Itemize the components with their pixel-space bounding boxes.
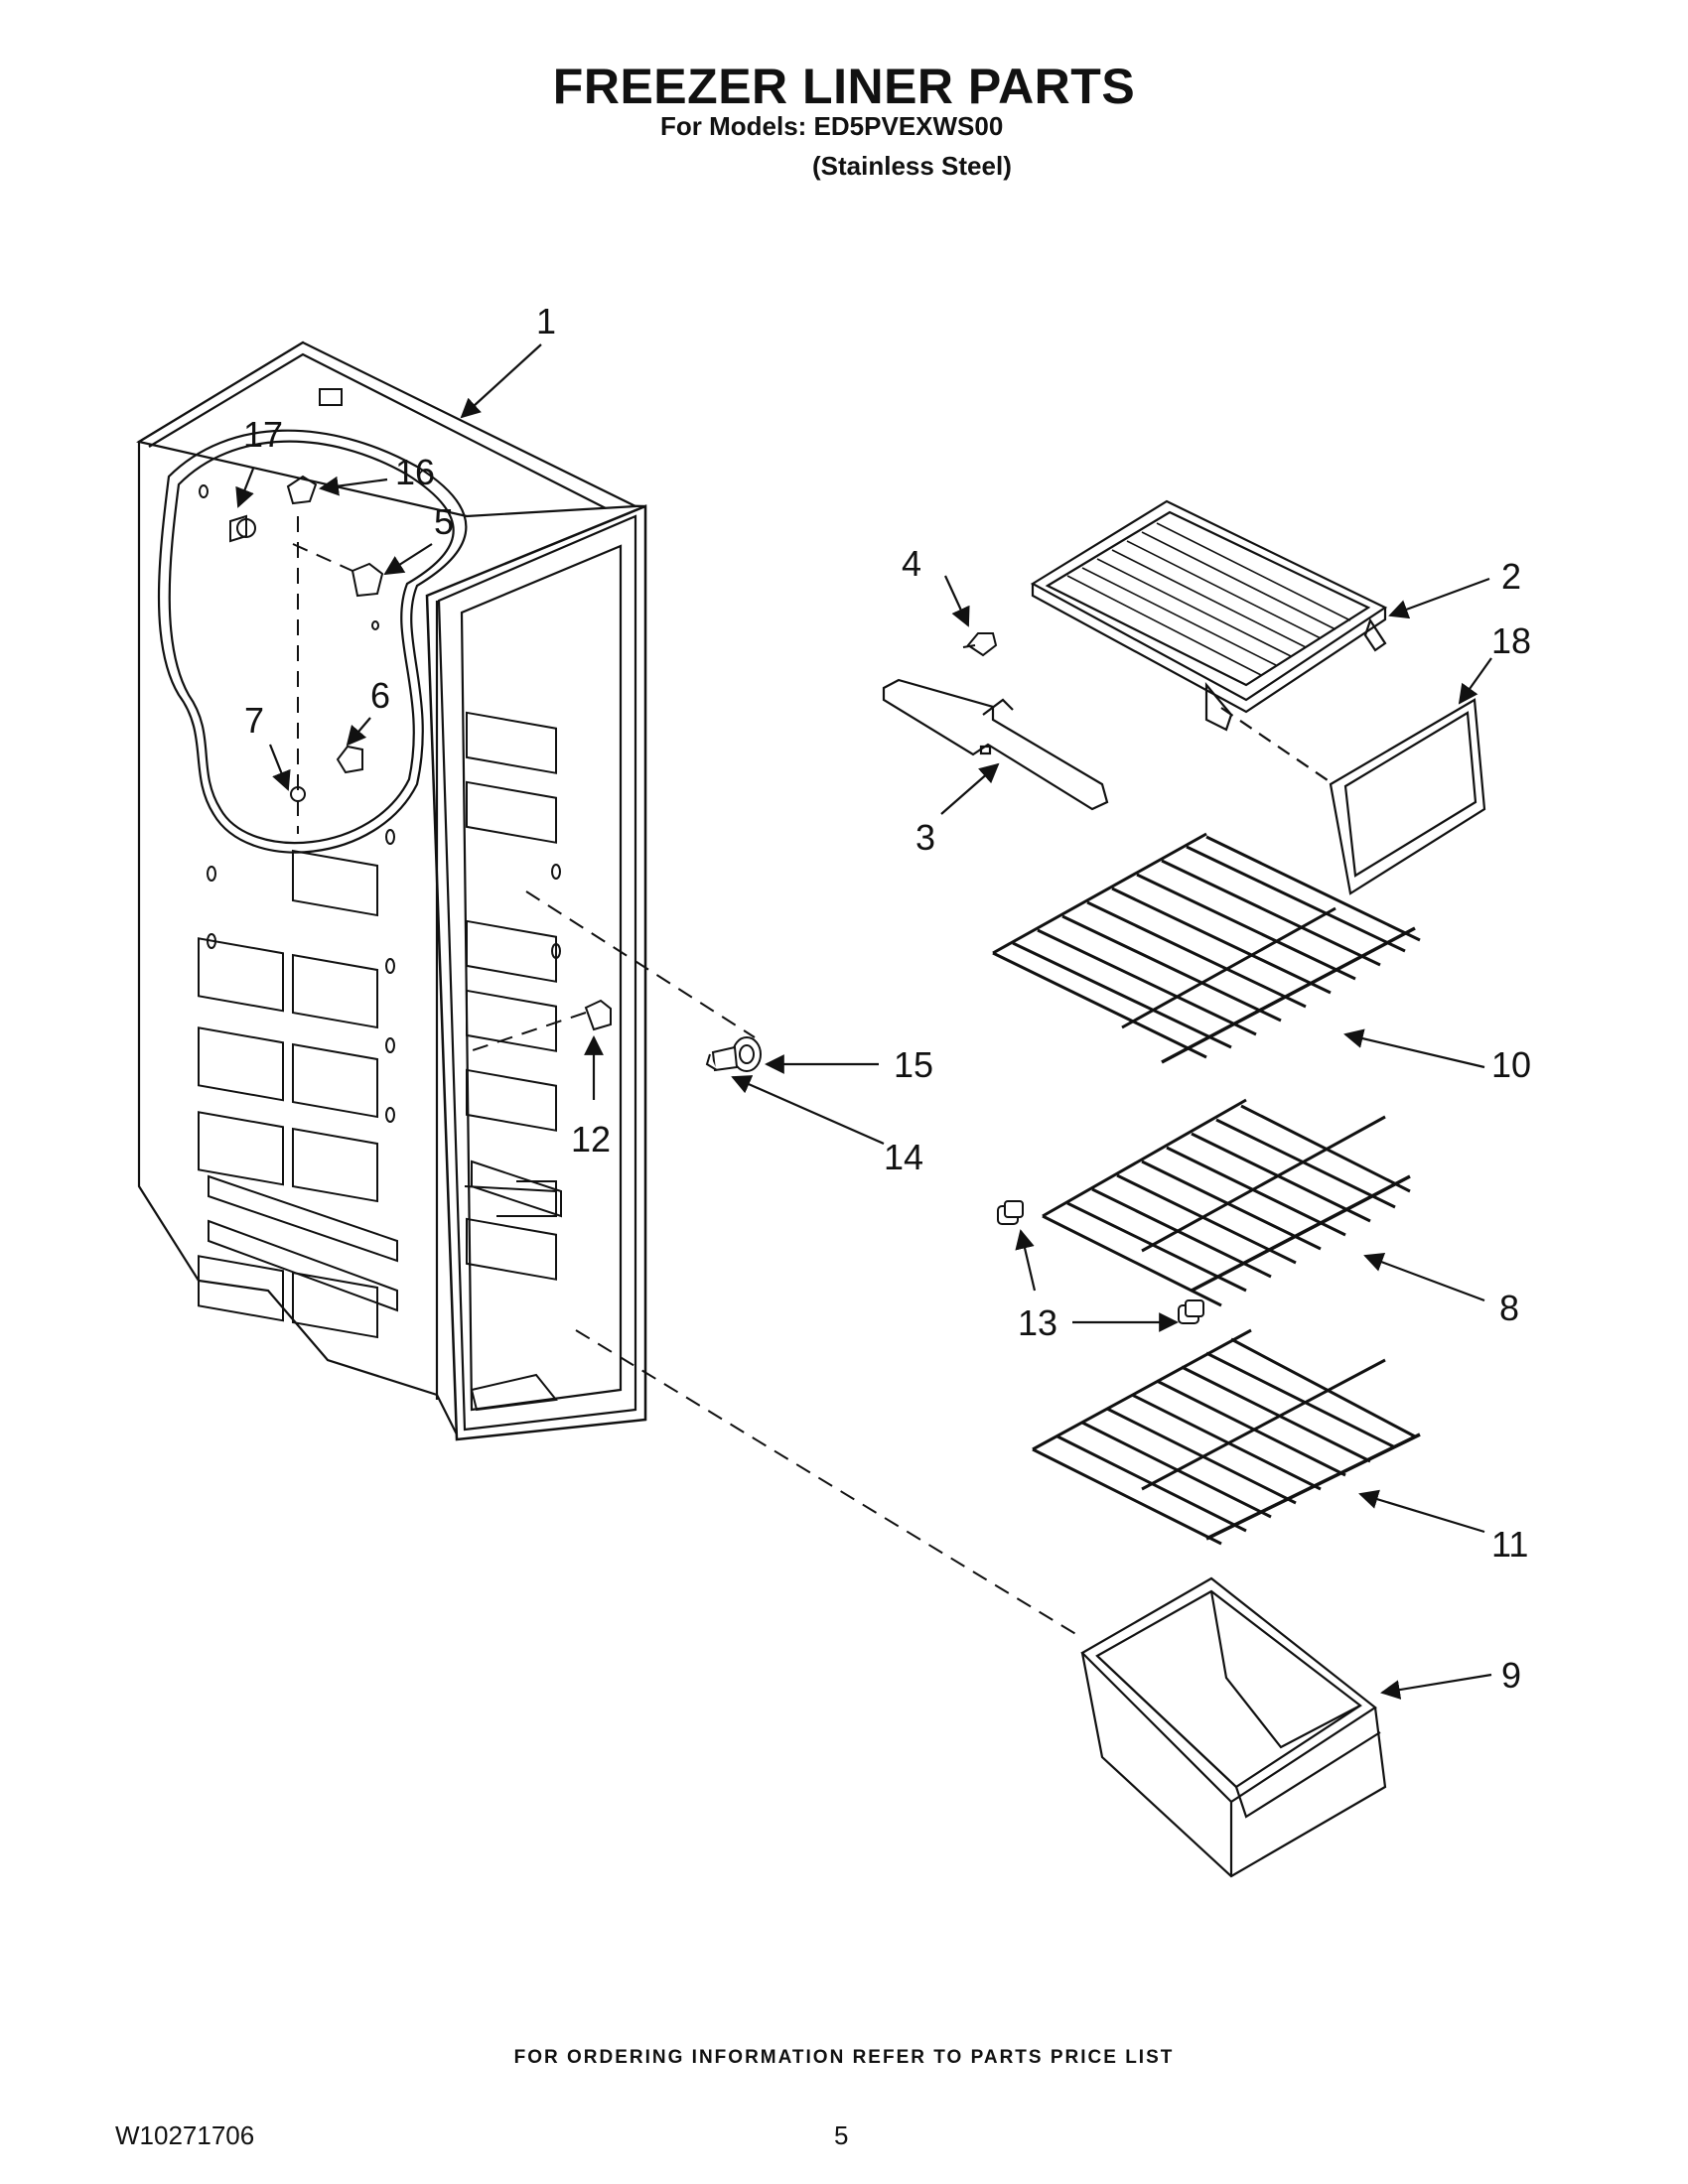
- freezer-liner: [136, 341, 1083, 1639]
- freezer-basket: [1080, 1576, 1387, 1878]
- callout-4: 4: [902, 543, 921, 584]
- callout-14: 14: [884, 1137, 923, 1177]
- callout-3: 3: [915, 817, 935, 858]
- page-number: 5: [834, 2120, 849, 2150]
- crisper-shelf-frame: [1030, 499, 1388, 732]
- callout-8: 8: [1499, 1288, 1519, 1328]
- wire-shelf-11: [1032, 1328, 1421, 1546]
- callout-numbers: 1 2 3 4 5 6 7 8 9 10 11 12 13 14 15 16 1…: [243, 301, 1531, 1696]
- shelf-support-bracket: [882, 678, 1109, 811]
- callout-12: 12: [571, 1119, 611, 1160]
- pivot-bearing: [705, 1036, 762, 1072]
- document-number: W10271706: [115, 2120, 255, 2150]
- callout-1: 1: [536, 301, 556, 341]
- callout-7: 7: [244, 700, 264, 741]
- wire-shelf-8: [1042, 1098, 1411, 1307]
- leader-lines: [235, 343, 1492, 1700]
- callout-17: 17: [243, 414, 283, 455]
- shelf-glass-insert: [1220, 698, 1486, 895]
- shelf-stops: [997, 1200, 1204, 1324]
- callout-5: 5: [434, 501, 454, 542]
- callout-18: 18: [1491, 620, 1531, 661]
- model-variant: (Stainless Steel): [812, 151, 1012, 181]
- callout-6: 6: [370, 675, 390, 716]
- callout-16: 16: [395, 452, 435, 492]
- callout-2: 2: [1501, 556, 1521, 597]
- callout-9: 9: [1501, 1655, 1521, 1696]
- callout-13: 13: [1018, 1302, 1057, 1343]
- models-line: For Models: ED5PVEXWS00: [660, 111, 1004, 141]
- callout-11: 11: [1491, 1524, 1528, 1565]
- wire-shelf-10: [992, 832, 1421, 1064]
- mounting-screw-4: [962, 632, 998, 657]
- page-title: FREEZER LINER PARTS: [552, 59, 1136, 114]
- callout-10: 10: [1491, 1044, 1531, 1085]
- ordering-info-note: FOR ORDERING INFORMATION REFER TO PARTS …: [513, 2047, 1175, 2068]
- callout-15: 15: [894, 1044, 933, 1085]
